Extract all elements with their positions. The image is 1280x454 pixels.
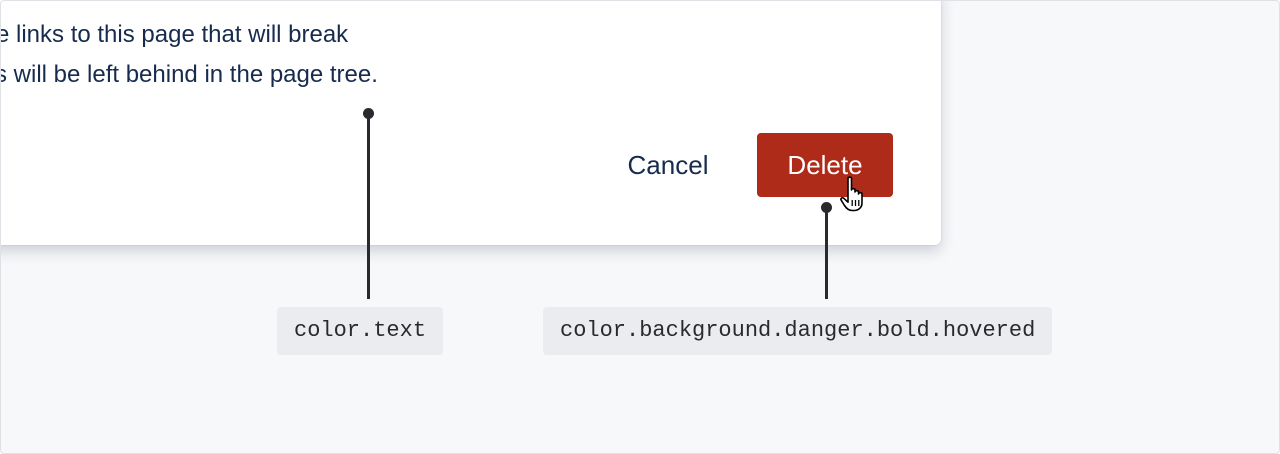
delete-button[interactable]: Delete xyxy=(757,133,893,197)
cancel-button[interactable]: Cancel xyxy=(601,133,735,197)
button-annotation-dot xyxy=(821,202,832,213)
button-annotation-line xyxy=(821,202,832,299)
token-label-danger-bold-hovered: color.background.danger.bold.hovered xyxy=(543,307,1053,355)
hand-pointer-icon xyxy=(840,176,863,212)
delete-page-dialog: e links to this page that will break s w… xyxy=(0,1,941,245)
dialog-body-text: e links to this page that will break s w… xyxy=(0,15,561,95)
token-label-color-text: color.text xyxy=(277,307,444,355)
dialog-body-line-2: s will be left behind in the page tree. xyxy=(0,61,378,88)
text-annotation-dot xyxy=(363,108,374,119)
dialog-body-line-1: e links to this page that will break xyxy=(0,21,349,48)
text-annotation-line xyxy=(363,108,374,299)
